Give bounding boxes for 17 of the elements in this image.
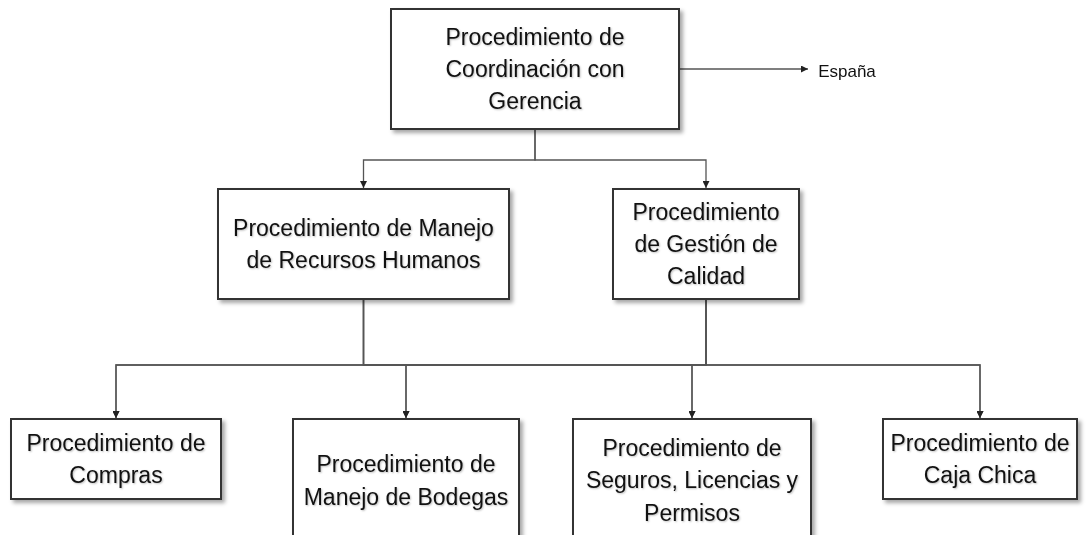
process-box [572,418,812,535]
process-box [10,418,222,500]
arrow [679,65,809,73]
process-box [882,418,1078,500]
box-label: Procedimiento de Seguros, Licencias y Permisos [584,434,800,528]
process-box [292,418,520,535]
destination-label: España [817,61,877,84]
process-box [390,8,680,130]
arrow [534,129,710,189]
process-box [612,188,800,300]
box-label: Procedimiento de Coordinación con Gerencia [444,22,626,117]
box-label: Procedimiento de Manejo de Recursos Humanos [232,213,495,275]
box-label: Procedimiento de Caja Chica [889,428,1071,490]
box-label: Procedimiento de Manejo de Bodegas [302,450,510,512]
box-label: Procedimiento de Gestión de Calidad [631,197,781,292]
box-label: Procedimiento de Compras [25,428,207,490]
process-box [217,188,510,300]
